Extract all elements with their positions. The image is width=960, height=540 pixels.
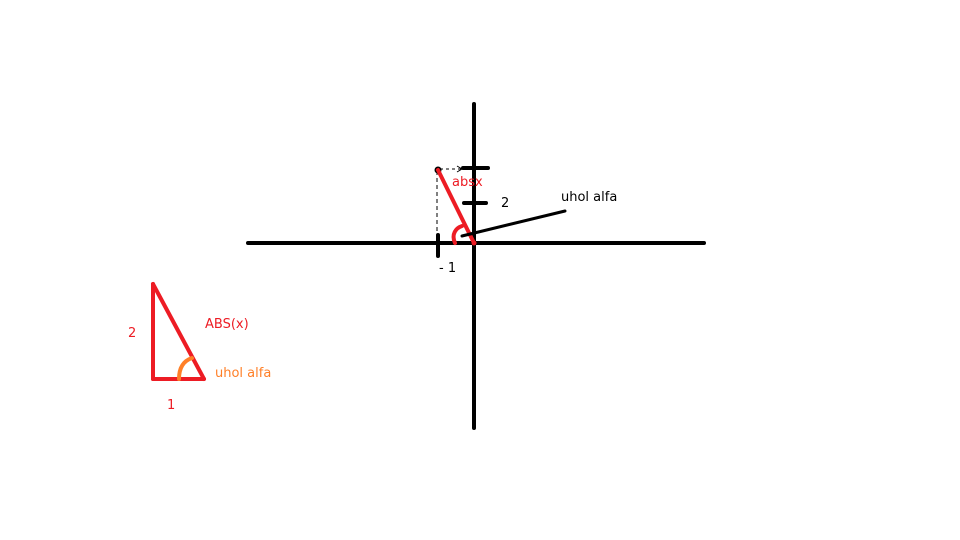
label-uhol-alfa-axis: uhol alfa xyxy=(561,190,617,205)
dashed-guides xyxy=(436,165,463,241)
triangle-angle-arc xyxy=(177,356,194,381)
uhol-alfa-pointer-line xyxy=(460,209,567,238)
coordinate-axes xyxy=(246,102,706,430)
right-triangle xyxy=(151,282,206,381)
vector-abs-x xyxy=(436,168,476,245)
dashed-arrow-tip xyxy=(456,165,463,173)
triangle-hypotenuse xyxy=(151,282,206,381)
label-abs-x: absx xyxy=(452,175,483,190)
label-tick-minus-1: - 1 xyxy=(439,261,456,276)
tick-marks xyxy=(436,166,490,258)
label-triangle-abs-x: ABS(x) xyxy=(205,317,249,332)
label-triangle-uhol-alfa: uhol alfa xyxy=(215,366,271,381)
angle-arc-axis xyxy=(451,224,464,245)
origin-dot xyxy=(471,240,477,246)
label-triangle-side-2: 2 xyxy=(128,326,136,341)
label-tick-2: 2 xyxy=(501,196,509,211)
label-triangle-side-1: 1 xyxy=(167,398,175,413)
